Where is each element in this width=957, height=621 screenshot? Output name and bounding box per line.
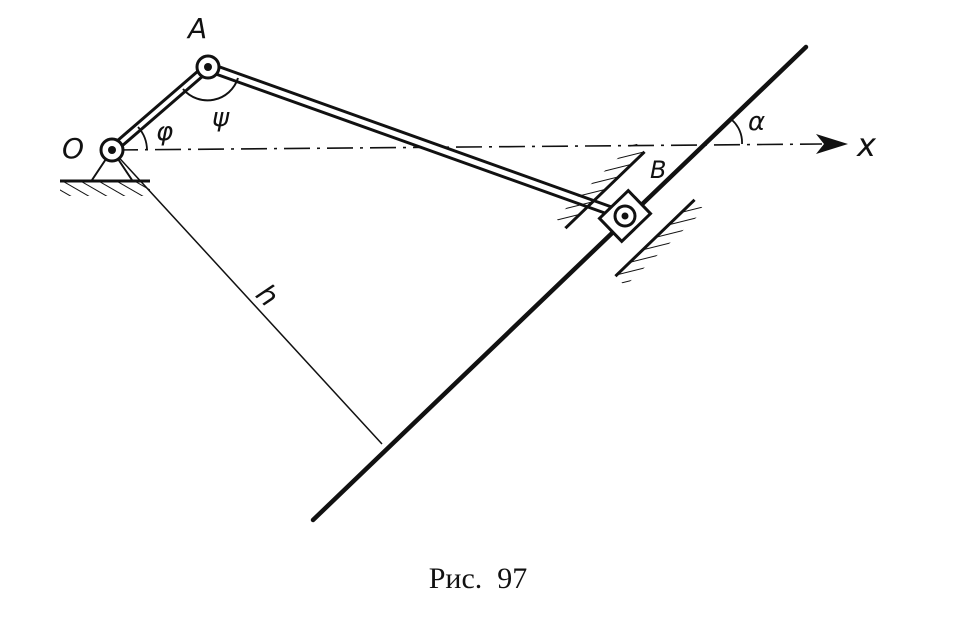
label-point-a: A [186, 12, 207, 45]
joint-b [613, 204, 637, 228]
figure-caption: Рис. 97 [429, 562, 528, 595]
slider-guide-upper [555, 141, 646, 230]
x-axis-arrowhead [816, 134, 848, 154]
joint-o [99, 137, 125, 163]
label-point-o: O [62, 132, 84, 165]
label-angle-phi: φ [156, 117, 173, 147]
angle-alpha-arc [731, 119, 743, 145]
crank-oa [107, 62, 213, 155]
x-axis [111, 134, 848, 154]
angle-phi-arc [137, 126, 148, 151]
slider-guide-lower [614, 198, 705, 287]
label-angle-psi: ψ [212, 103, 230, 133]
label-axis-x: x [856, 126, 877, 164]
angle-psi-arc [182, 77, 239, 102]
connecting-rod-ab [202, 61, 631, 222]
distance-h-line [111, 149, 383, 445]
label-distance-h: h [249, 277, 285, 313]
label-angle-alpha: α [748, 107, 765, 137]
guide-line [310, 44, 809, 523]
joint-a [195, 54, 221, 80]
label-point-b: B [650, 156, 666, 184]
